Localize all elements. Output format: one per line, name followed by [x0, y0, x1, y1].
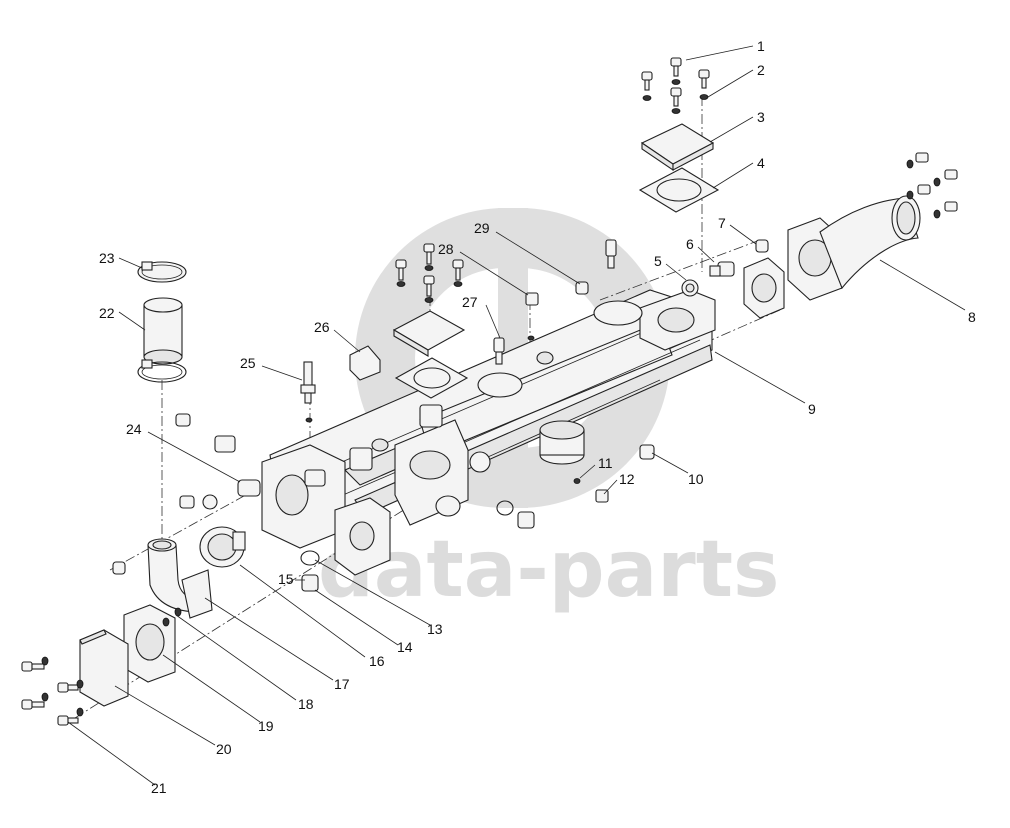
sensor-25 [300, 361, 316, 423]
fitting-17 [179, 494, 218, 510]
callout-4: 4 [757, 155, 765, 171]
watermark-logo-inner [520, 208, 670, 508]
fitting-24a [175, 413, 191, 427]
screw-11 [573, 478, 581, 484]
fitting-15 [301, 574, 319, 592]
callout-25: 25 [240, 355, 256, 371]
callout-labels: 1 2 3 4 5 6 7 8 9 10 11 12 13 14 15 16 1… [99, 38, 976, 796]
oring-14 [300, 550, 320, 566]
callout-3: 3 [757, 109, 765, 125]
callout-29: 29 [474, 220, 490, 236]
callout-11: 11 [598, 455, 613, 471]
fitting-24b [214, 435, 236, 453]
callout-6: 6 [686, 236, 694, 252]
thermostat [199, 526, 246, 568]
callout-12: 12 [619, 471, 635, 487]
nut-left [112, 561, 126, 575]
callout-23: 23 [99, 250, 115, 266]
bracket-26 [349, 345, 381, 381]
watermark-text: data-parts [318, 525, 779, 615]
callout-27: 27 [462, 294, 478, 310]
middle-screws [395, 243, 464, 303]
screw-4 [670, 87, 682, 114]
callout-10: 10 [688, 471, 704, 487]
bottom-screws [21, 656, 84, 726]
callout-5: 5 [654, 253, 662, 269]
callout-8: 8 [968, 309, 976, 325]
callout-26: 26 [314, 319, 330, 335]
callout-18: 18 [298, 696, 314, 712]
elbow-bolts [906, 152, 958, 219]
screw-3 [641, 71, 653, 101]
plug-10 [639, 444, 655, 460]
leader-lines [67, 45, 966, 786]
callout-24: 24 [126, 421, 142, 437]
callout-14: 14 [397, 639, 413, 655]
fitting-24c [237, 479, 261, 497]
hose-22 [143, 297, 183, 365]
plug-28 [525, 292, 539, 341]
plug-29a [575, 281, 589, 295]
callout-20: 20 [216, 741, 232, 757]
callout-19: 19 [258, 718, 274, 734]
callout-17: 17 [334, 676, 350, 692]
fitting-7 [755, 239, 769, 253]
fitting-5 [681, 279, 699, 297]
hose-clamp-bottom [137, 359, 187, 383]
hose-clamp-top [137, 261, 187, 283]
callout-9: 9 [808, 401, 816, 417]
screw-2 [698, 69, 710, 100]
callout-2: 2 [757, 62, 765, 78]
manifold-housing [261, 289, 716, 576]
plug-right-lower [496, 500, 535, 529]
callout-16: 16 [369, 653, 385, 669]
top-cover-screws [641, 57, 710, 114]
inlet-elbow [147, 538, 213, 619]
callout-22: 22 [99, 305, 115, 321]
fitting-6 [709, 261, 735, 277]
plug-29b [605, 239, 617, 269]
callout-21: 21 [151, 780, 167, 796]
plug-27 [493, 337, 505, 365]
callout-13: 13 [427, 621, 443, 637]
outlet-elbow [787, 195, 921, 301]
screw-1 [670, 57, 682, 85]
callout-7: 7 [718, 215, 726, 231]
callout-1: 1 [757, 38, 765, 54]
callout-28: 28 [438, 241, 454, 257]
callout-15: 15 [278, 571, 294, 587]
